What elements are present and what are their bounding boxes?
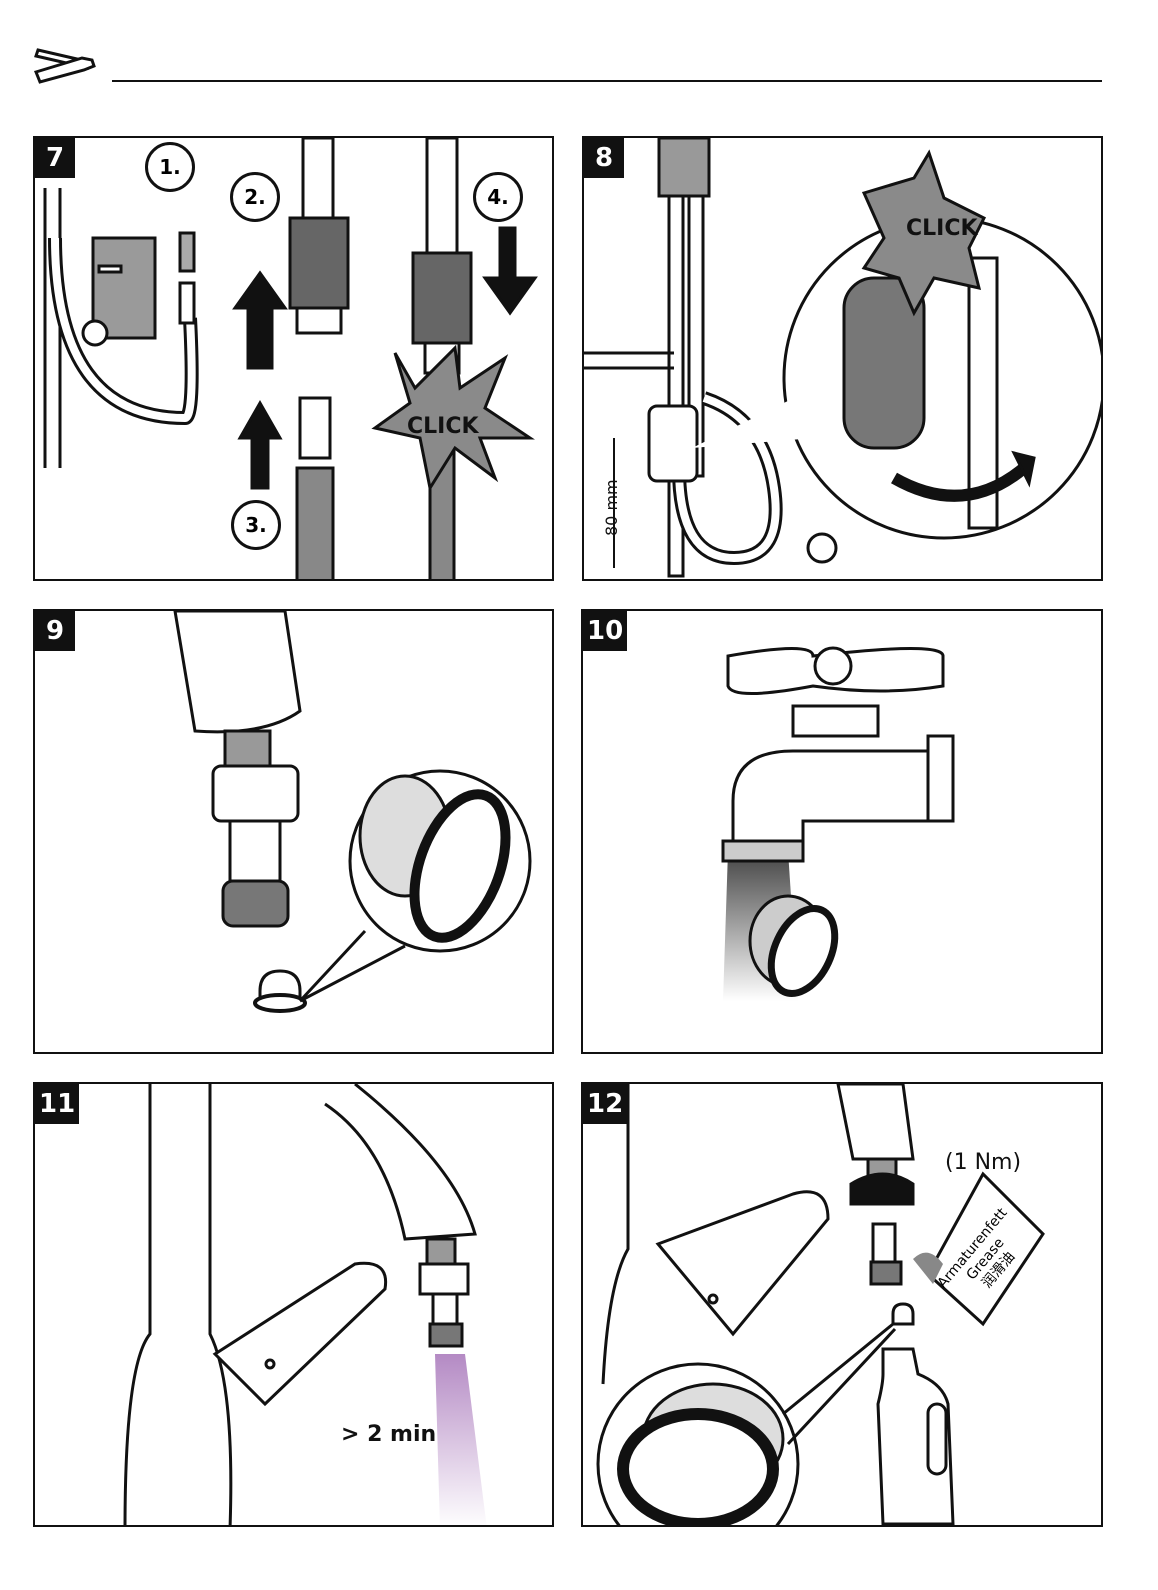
duration-label: > 2 min	[341, 1422, 437, 1447]
step-8-illustration	[584, 138, 1101, 578]
step-label-4: 4.	[473, 172, 523, 222]
step-12-panel: 12 (1 Nm) Armaturenfett Grease 润滑油	[581, 1082, 1103, 1527]
step-9-panel: 9	[33, 609, 554, 1054]
step-10-illustration	[721, 646, 955, 1001]
click-label: CLICK	[407, 414, 479, 439]
step-number: 7	[35, 138, 75, 178]
step-label-2: 2.	[230, 172, 280, 222]
wrench-screwdriver-icon	[34, 48, 96, 84]
dimension-label: 80 mm	[602, 479, 621, 536]
step-number: 11	[35, 1084, 80, 1124]
torque-label: (1 Nm)	[945, 1150, 1022, 1175]
header-rule	[112, 80, 1102, 82]
step-12-illustration	[596, 1084, 1045, 1525]
step-number: 12	[583, 1084, 628, 1124]
click-label: CLICK	[906, 216, 978, 241]
step-11-illustration	[123, 1084, 487, 1525]
step-number: 8	[584, 138, 624, 178]
step-7-illustration	[43, 138, 538, 579]
step-number: 10	[583, 611, 628, 651]
step-label-1: 1.	[145, 142, 195, 192]
step-10-panel: 10	[581, 609, 1103, 1054]
step-9-illustration	[173, 611, 532, 1013]
step-7-panel: 7 1. 2. 3. 4. CLICK	[33, 136, 554, 581]
step-label-3: 3.	[231, 500, 281, 550]
step-8-panel: 8 CLICK 80 mm	[582, 136, 1103, 581]
step-number: 9	[35, 611, 75, 651]
step-11-panel: 11 > 2 min	[33, 1082, 554, 1527]
